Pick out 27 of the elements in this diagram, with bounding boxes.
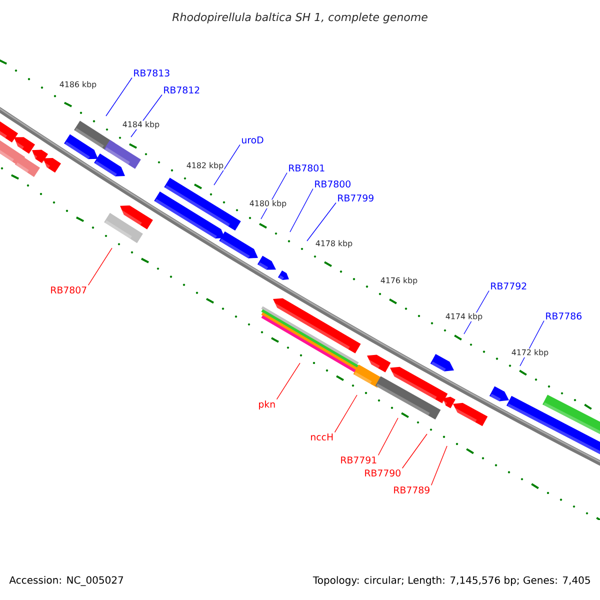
gene-label: pkn <box>259 400 275 410</box>
gene-label: RB7813 <box>134 69 170 77</box>
leader-line <box>430 446 448 486</box>
gene-label: RB7801 <box>289 164 324 172</box>
gene-label: RB7799 <box>338 194 374 202</box>
leader-line <box>276 362 300 400</box>
leader-line <box>106 77 132 116</box>
gene-label: RB7792 <box>491 282 526 290</box>
gene-label: RB7786 <box>546 312 582 320</box>
gene-label: RB7791 <box>341 456 376 464</box>
footer-text: Accession: NC_005027 <box>9 576 124 586</box>
gene-label: nccH <box>311 434 333 440</box>
leader-line <box>402 434 428 469</box>
gene-label: RB7812 <box>164 86 200 94</box>
plot-title: Rhodopirellula baltica SH 1, complete genome <box>172 12 428 24</box>
leader-line <box>378 418 398 456</box>
gene-label: RB7790 <box>365 469 400 477</box>
leader-line <box>306 202 336 242</box>
footer-text: Topology: circular; Length: 7,145,576 bp; Genes: 7,405 <box>312 576 590 586</box>
leader-line <box>290 188 314 232</box>
leader-line <box>334 394 358 433</box>
gene-label: RB7807 <box>51 286 86 294</box>
leader-line <box>88 248 112 286</box>
gene-label: uroD <box>242 136 264 144</box>
gene-label: RB7789 <box>394 486 430 494</box>
leader-line <box>214 144 240 186</box>
gene-label: RB7800 <box>315 180 350 188</box>
